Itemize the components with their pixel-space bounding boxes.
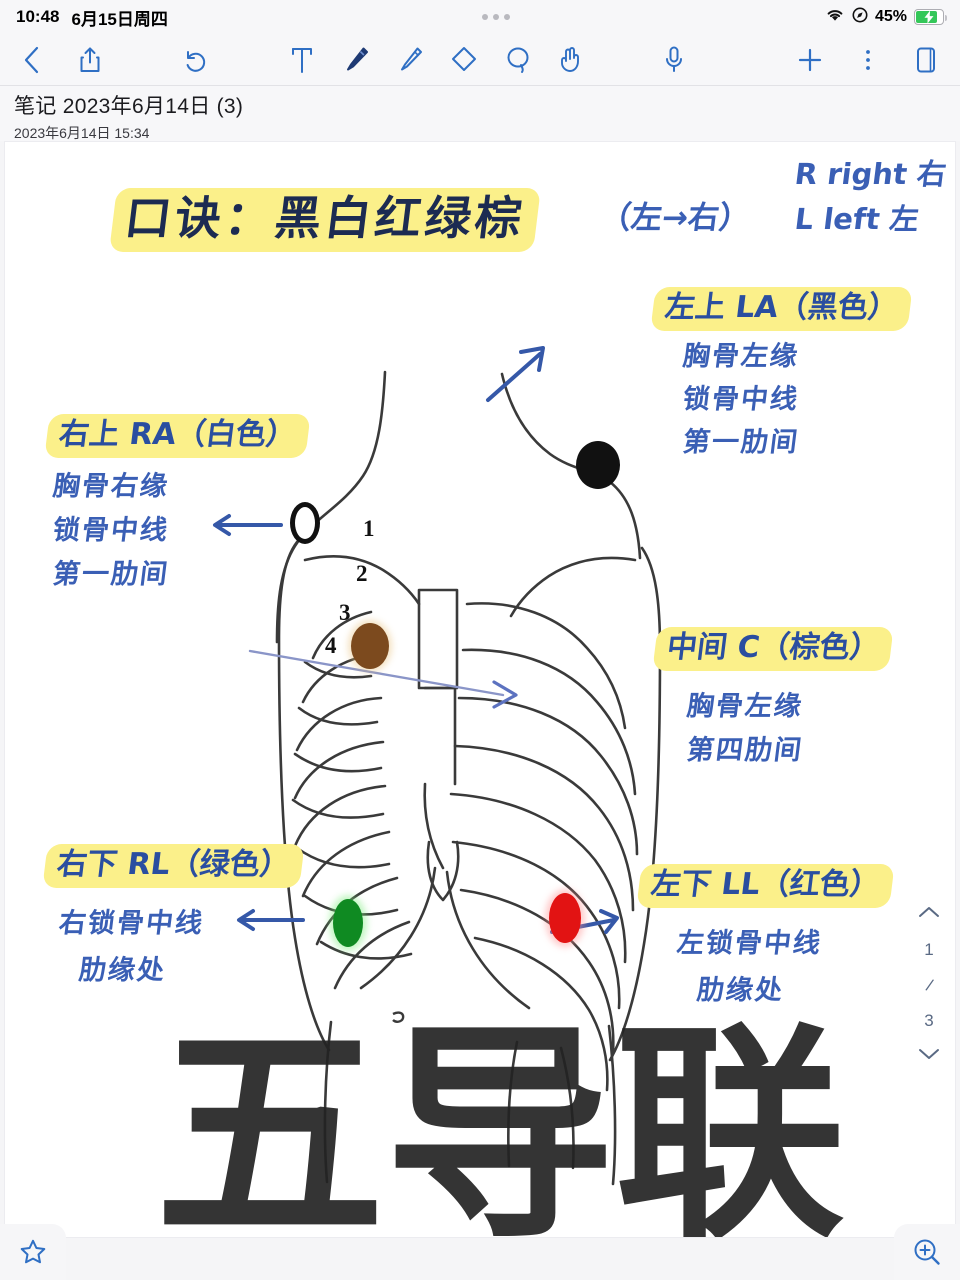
electrode-rl-green [333,899,363,947]
back-button[interactable] [10,38,54,82]
electrode-c-brown [351,623,389,669]
torso-ribcage-drawing [213,346,662,1186]
location-icon [852,7,868,28]
label-c-line-2: 第四肋间 [685,735,805,766]
label-rl-line-2: 肋缘处 [77,955,168,986]
electrode-la-black [576,441,620,489]
label-la-line-2: 锁骨中线 [681,384,801,415]
label-ll-heading-text: 左下 LL（红色） [636,864,895,908]
label-ra-heading: 右上 RA（白色） [44,414,311,458]
note-header: 笔记 2023年6月14日 (3) 2023年6月14日 15:34 [0,86,960,141]
battery-percent-label: 45% [874,8,907,25]
toolbar-tools-group [280,38,594,82]
lasso-tool-button[interactable] [496,38,540,82]
note-page-canvas[interactable]: 1 2 3 4 口诀：黑白红绿棕 （左→右） R right 右 L left … [4,141,956,1238]
zoom-in-icon [914,1239,940,1265]
more-options-button[interactable] [846,38,890,82]
label-c-line-1: 胸骨左缘 [685,691,805,722]
rib-number-2: 2 [356,561,368,586]
undo-button[interactable] [172,38,216,82]
electrode-ll-red [549,893,581,943]
label-ll-line-1: 左锁骨中线 [675,928,824,959]
status-time: 10:48 [16,7,60,26]
page-navigator: 1 / 3 [908,905,950,1066]
more-dots-icon [482,14,511,20]
direction-note: （左→右） [597,200,753,236]
label-ll-heading: 左下 LL（红色） [636,864,895,908]
microphone-button[interactable] [652,38,696,82]
label-rl-heading: 右下 RL（绿色） [42,844,305,888]
page-up-button[interactable] [918,905,940,924]
label-la-heading-text: 左上 LA（黑色） [650,287,913,331]
text-tool-button[interactable] [280,38,324,82]
label-ra-heading-text: 右上 RA（白色） [44,414,311,458]
legend-left: L left 左 [792,202,921,236]
toolbar-undo-group [172,38,216,82]
label-ra-line-2: 锁骨中线 [51,515,171,546]
electrode-ra-white [290,502,320,544]
big-handwritten-text: 五导联 [155,1003,846,1238]
label-ra-line-1: 胸骨右缘 [51,471,171,502]
note-title: 笔记 2023年6月14日 (3) [14,95,244,118]
toolbar-right-group [788,38,948,82]
pen-tool-button[interactable] [334,38,378,82]
label-la-line-1: 胸骨左缘 [681,341,801,372]
status-center-indicator [168,14,825,20]
mnemonic-title-text: 口诀：黑白红绿棕 [109,188,541,252]
label-rl-heading-text: 右下 RL（绿色） [42,844,305,888]
label-rl-line-1: 右锁骨中线 [57,908,206,939]
star-icon [20,1239,46,1264]
page-view-button[interactable] [904,38,948,82]
bolt-icon [924,10,934,24]
editor-toolbar [0,34,960,86]
status-left: 10:48 6月15日周四 [16,5,168,30]
rib-number-3: 3 [339,600,351,625]
toolbar-left-group [10,38,112,82]
zoom-in-button[interactable] [894,1224,960,1280]
share-button[interactable] [68,38,112,82]
toolbar-mic-group [652,38,696,82]
page-down-button[interactable] [918,1047,940,1066]
page-separator: / [923,975,935,995]
label-c-heading-text: 中间 C（棕色） [652,627,895,671]
note-timestamp: 2023年6月14日 15:34 [14,125,150,141]
label-c-heading: 中间 C（棕色） [652,627,895,671]
highlighter-tool-button[interactable] [388,38,432,82]
page-current: 1 [924,940,934,959]
status-date: 6月15日周四 [71,9,168,29]
add-button[interactable] [788,38,832,82]
label-la-line-3: 第一肋间 [681,427,801,458]
mnemonic-title: 口诀：黑白红绿棕 [109,188,541,252]
wifi-icon [825,7,845,27]
battery-charging-icon [914,9,948,25]
hand-tool-button[interactable] [550,38,594,82]
status-bar: 10:48 6月15日周四 45% [0,0,960,34]
label-ra-line-3: 第一肋间 [51,559,171,590]
page-total: 3 [924,1011,934,1031]
legend-right: R right 右 [792,157,949,191]
handwriting-layer: 1 2 3 4 口诀：黑白红绿棕 （左→右） R right 右 L left … [5,142,955,1237]
status-right: 45% [825,7,948,28]
favorite-button[interactable] [0,1224,66,1280]
rib-number-4: 4 [325,633,337,658]
label-la-heading: 左上 LA（黑色） [650,287,913,331]
eraser-tool-button[interactable] [442,38,486,82]
rib-number-1: 1 [363,516,375,541]
